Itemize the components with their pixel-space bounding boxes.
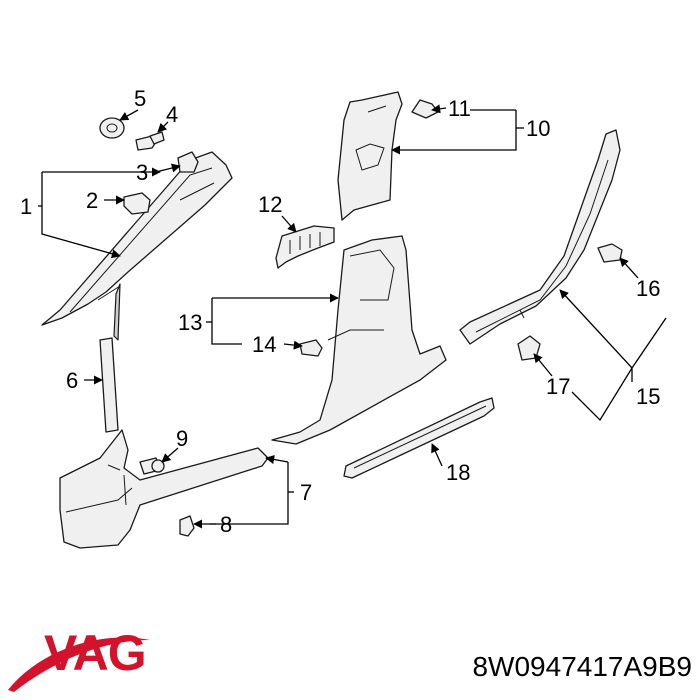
callout-4: 4 (166, 102, 178, 127)
callout-12: 12 (258, 192, 282, 217)
clip-part-8 (179, 515, 195, 537)
sill-strip-part-18 (343, 397, 495, 479)
callout-1: 1 (20, 194, 32, 219)
brand-swoosh-icon (8, 637, 150, 692)
clip-part-3 (177, 151, 199, 173)
callout-11: 11 (448, 96, 471, 121)
callout-labels: 1 2 3 4 5 6 7 8 9 10 11 12 13 14 15 16 1… (20, 86, 660, 537)
leader-lines (38, 104, 667, 529)
screw-part-9 (139, 457, 165, 475)
callout-15: 15 (636, 384, 660, 409)
brand-logo: VAG (8, 625, 150, 692)
brand-logo-text: VAG (44, 625, 146, 681)
callout-18: 18 (446, 460, 470, 485)
callout-6: 6 (66, 368, 78, 393)
cap-part-11 (411, 99, 439, 119)
clip-part-16 (597, 243, 623, 263)
callout-10: 10 (526, 116, 550, 141)
trim-strip-part-6 (99, 337, 119, 433)
bracket-part-12 (275, 225, 335, 269)
bolt-part-4 (135, 131, 165, 151)
callout-7: 7 (300, 480, 312, 505)
callout-5: 5 (134, 86, 146, 111)
callout-8: 8 (220, 512, 232, 537)
callout-16: 16 (636, 276, 660, 301)
b-pillar-upper-trim (337, 91, 403, 221)
callout-14: 14 (252, 332, 276, 357)
clip-part-14 (299, 339, 323, 357)
callout-17: 17 (546, 374, 570, 399)
part-number: 8W0947417A9B9 (472, 651, 692, 682)
callout-9: 9 (176, 426, 188, 451)
b-pillar-lower-trim (271, 235, 447, 445)
callout-3: 3 (136, 160, 148, 185)
a-pillar-trim (41, 151, 233, 341)
nut-part-5 (99, 117, 125, 139)
rear-sill-trim (459, 129, 621, 345)
callout-2: 2 (86, 188, 98, 213)
callout-13: 13 (178, 310, 202, 335)
sill-trim-front (59, 429, 269, 549)
clip-part-2 (123, 192, 151, 215)
